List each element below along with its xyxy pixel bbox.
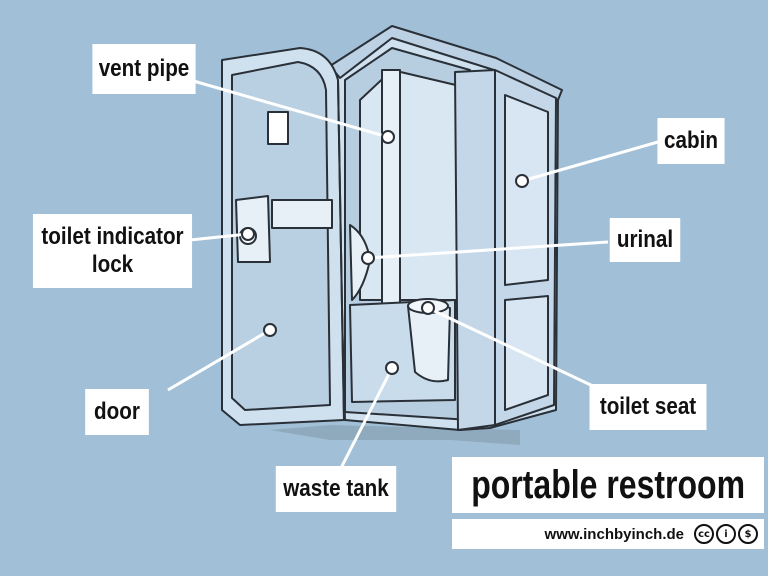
attribution-icon: i [716,524,736,544]
label-toilet-indicator-lock-line1: toilet indicator [41,223,184,250]
label-toilet-indicator-lock: toilet indicator lock [32,214,193,288]
label-toilet-indicator-lock-line2: lock [91,251,134,278]
lock-marker [241,227,255,241]
roof [329,25,563,101]
credit-bar: www.inchbyinch.de cc i $ [452,519,764,549]
label-vent-pipe: vent pipe [92,44,196,94]
waste-tank-marker [385,361,399,375]
noncommercial-icon: $ [738,524,758,544]
label-urinal-text: urinal [616,226,674,253]
page-title: portable restroom [471,462,745,507]
toilet-seat-marker [421,301,435,315]
label-waste-tank: waste tank [275,466,397,512]
label-door: door [85,389,149,435]
label-door-text: door [94,398,140,425]
label-toilet-seat-text: toilet seat [599,393,697,420]
urinal-marker [361,251,375,265]
label-vent-pipe-text: vent pipe [98,55,190,82]
label-urinal: urinal [609,218,681,262]
vent-pipe [381,69,401,311]
title-box: portable restroom [452,457,764,513]
cabin-marker [515,174,529,188]
cc-icon: cc [694,524,714,544]
label-toilet-seat: toilet seat [589,384,707,430]
label-cabin: cabin [657,118,725,164]
vent-pipe-marker [381,130,395,144]
label-waste-tank-text: waste tank [283,475,389,502]
label-cabin-text: cabin [664,127,718,154]
door-marker [263,323,277,337]
credit-link[interactable]: www.inchbyinch.de [544,525,684,543]
